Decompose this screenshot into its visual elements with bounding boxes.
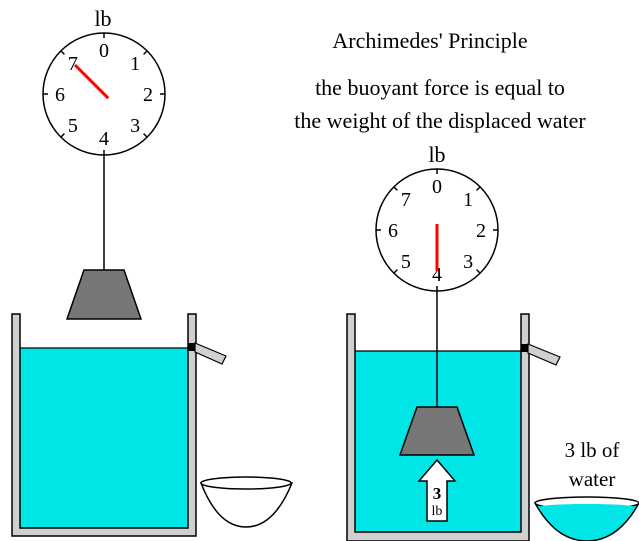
right-spout-hole: [521, 344, 528, 352]
right-overflow-spout: [527, 343, 561, 366]
right-dial-ticks: [376, 169, 498, 291]
right-dial-number-1: 1: [463, 189, 473, 211]
right-bowl-with-water: [533, 496, 639, 541]
right-dial-number-3: 3: [463, 251, 473, 273]
right-tank-walls: [346, 313, 530, 541]
left-tank-walls: [11, 313, 197, 537]
left-weight-block: [65, 269, 143, 320]
buoyant-arrow-value: 3: [433, 484, 442, 503]
right-dial-number-5: 5: [401, 251, 411, 273]
left-overflow-spout: [194, 342, 227, 365]
left-dial-number-5: 5: [68, 115, 78, 137]
left-bowl-body: [199, 482, 294, 528]
left-dial-tick-1: [143, 50, 148, 55]
right-dial-tick-7: [393, 186, 398, 191]
subtitle-line-2: the weight of the displaced water: [294, 108, 586, 133]
displaced-water-label-line-2: water: [569, 467, 616, 491]
left-dial-number-7: 7: [68, 53, 78, 75]
left-dial-number-2: 2: [143, 84, 153, 106]
displaced-water-label-line-1: 3 lb of: [565, 438, 620, 462]
left-scale-unit-label: lb: [94, 6, 111, 31]
right-bowl-surface: [539, 504, 635, 510]
left-spout-hole: [188, 343, 195, 351]
right-dial-tick-5: [393, 269, 398, 274]
left-empty-bowl: [199, 476, 294, 528]
right-dial-number-4: 4: [432, 264, 442, 286]
subtitle-line-1: the buoyant force is equal to: [315, 75, 565, 100]
left-dial-number-6: 6: [55, 84, 65, 106]
left-scale-needle: [73, 63, 110, 100]
left-water-tank: [11, 313, 227, 537]
right-dial-tick-1: [476, 186, 481, 191]
left-bowl-rim: [200, 476, 292, 490]
left-dial-number-3: 3: [130, 115, 140, 137]
buoyant-arrow-shape: [417, 458, 457, 522]
left-dial-tick-5: [60, 133, 65, 138]
right-scale-unit-label: lb: [428, 142, 445, 167]
right-weight-block: [398, 406, 476, 456]
diagram-title: Archimedes' Principle: [332, 28, 527, 53]
buoyant-force-arrow: 3 lb: [417, 458, 457, 522]
left-dial-tick-3: [143, 133, 148, 138]
left-dial-number-4: 4: [99, 128, 109, 150]
left-dial-number-1: 1: [130, 53, 140, 75]
buoyant-arrow-unit: lb: [432, 504, 443, 519]
right-dial-number-7: 7: [401, 189, 411, 211]
right-dial-number-0: 0: [432, 176, 442, 198]
left-dial-tick-7: [60, 50, 65, 55]
left-dial-number-0: 0: [99, 40, 109, 62]
right-dial-number-6: 6: [388, 220, 398, 242]
right-dial-number-2: 2: [476, 220, 486, 242]
right-dial-tick-3: [476, 269, 481, 274]
left-tank-water: [20, 348, 188, 536]
left-dial-ticks: [43, 33, 165, 155]
